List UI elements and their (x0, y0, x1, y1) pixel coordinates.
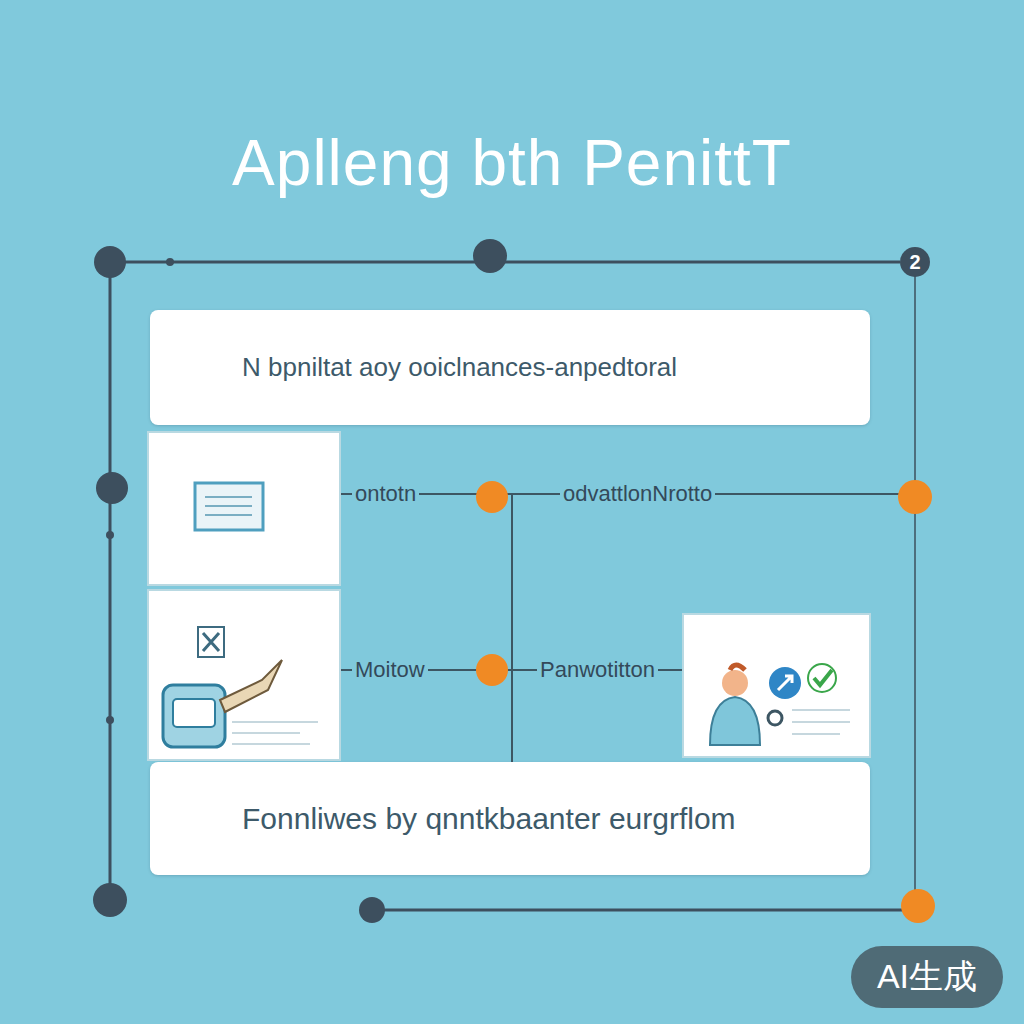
frame-lines (110, 262, 915, 910)
wire-label: odvattlonNrotto (560, 481, 715, 507)
band-text: N bpniltat aoy ooiclnances-anpedtoral (242, 352, 677, 383)
wire-label: Panwotitton (537, 657, 658, 683)
watermark: AI生成 (851, 946, 1003, 1007)
number-circle (900, 247, 930, 277)
wire-label: ontotn (352, 481, 419, 507)
band-text: Fonnliwes by qnntkbaanter eurgrflom (242, 802, 736, 836)
wires (340, 494, 915, 770)
info-band: Fonnliwes by qnntkbaanter eurgrflom (150, 762, 870, 875)
diagram-title: Aplleng bth PenittT (0, 128, 1024, 198)
wire-label: Moitow (352, 657, 428, 683)
callout-number: 2 (909, 251, 920, 273)
info-band: N bpniltat aoy ooiclnances-anpedtoral (150, 310, 870, 425)
panel-boxes (148, 432, 870, 760)
